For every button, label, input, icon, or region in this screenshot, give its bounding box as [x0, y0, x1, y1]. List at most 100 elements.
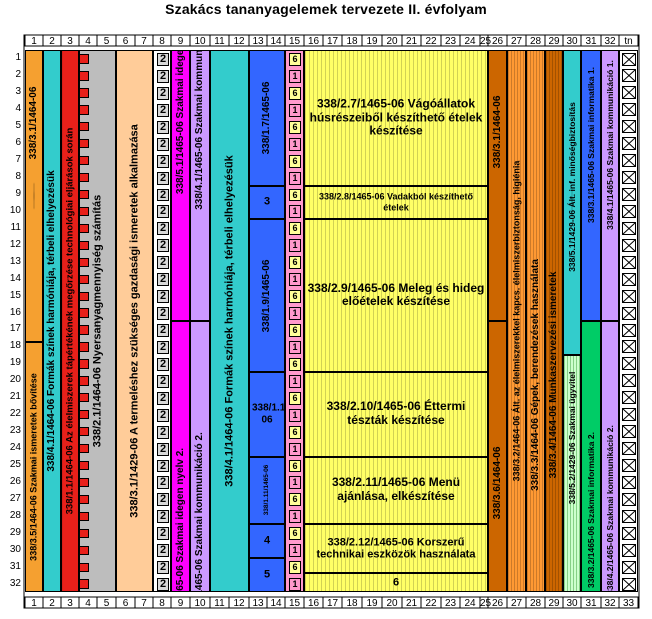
top-column-number-25: 25 — [480, 36, 492, 47]
block-c30-upper: 338/5.1/1429-06 Ált. inf. minőségbiztosí… — [563, 50, 581, 355]
block-c33 — [619, 50, 638, 592]
comb-tooth — [80, 359, 89, 369]
row-number: 13 — [9, 255, 21, 267]
bottom-column-number-5: 5 — [103, 598, 110, 609]
six-hour-box: 6 — [289, 290, 301, 304]
bottom-column-number-10: 10 — [194, 598, 206, 609]
one-hour-box: 1 — [289, 69, 301, 83]
row-number: 4 — [15, 103, 21, 115]
crossed-box-icon — [622, 272, 636, 286]
bottom-column-number-20: 20 — [386, 598, 398, 609]
hours-box: 2 — [157, 154, 169, 168]
row-number: 29 — [9, 526, 21, 538]
block-c1314-b-label: 3 — [263, 196, 271, 209]
row-number: 17 — [9, 323, 21, 335]
bottom-column-number-7: 7 — [141, 598, 147, 609]
block-c2: 338/4.1/1464-06 Formák színek harmóniája… — [43, 50, 61, 592]
comb-tooth — [80, 206, 89, 217]
top-column-number-33: tn — [624, 36, 633, 47]
comb-tooth — [80, 443, 89, 454]
crossed-box-icon — [622, 374, 636, 388]
bottom-column-number-26: 26 — [491, 598, 504, 609]
crossed-box-icon — [622, 408, 636, 422]
block-c1-lower-label: 338/3.5/1464-06 Szakmai ismeretek bővíté… — [28, 373, 39, 561]
top-column-number-19: 19 — [366, 36, 378, 47]
row-number: 3 — [15, 86, 21, 98]
crossed-box-icon — [622, 543, 636, 557]
top-column-number-15: 15 — [288, 36, 301, 47]
six-hour-box: 6 — [289, 459, 301, 473]
block-c32-lower-label: 338/4.2/1465-06 Szakmai kommunikáció 2. — [604, 425, 615, 592]
block-c45: 338/2.1/1464-06 Nyersanyagmennyiség szám… — [79, 50, 116, 592]
block-c29-label: 338/3.4/1464-06 Munkaszervezési ismerete… — [548, 271, 559, 479]
block-c30-lower: 338/5.2/1429-06 Szakmai ügyvitel — [563, 354, 581, 592]
block-c2-label: 338/4.1/1464-06 Formák színek harmóniája… — [46, 170, 57, 472]
block-c1-upper-label: 338/3.1/1464-06 — [28, 87, 39, 160]
bottom-column-number-8: 8 — [159, 598, 165, 609]
hours-box: 2 — [157, 357, 169, 371]
block-c26-upper: 338/3.1/1464-06 — [488, 50, 507, 321]
block-c32-upper-label: 338/4.1/1465-06 Szakmai kommunikáció 1. — [604, 60, 615, 230]
block-m4-label: 338/2.10/1465-06 Éttermi tészták készíté… — [326, 399, 466, 428]
bottom-column-number-4: 4 — [85, 598, 91, 609]
block-c31-lower: 338/3.2/1465-06 Szakmai informatika 2. — [581, 321, 601, 592]
top-column-number-26: 26 — [491, 36, 504, 47]
top-column-number-12: 12 — [233, 36, 245, 47]
row-number: 10 — [9, 204, 21, 216]
block-c67: 338/3.1/1429-06 A termeléshez szükséges … — [116, 50, 153, 592]
hours-box: 2 — [157, 171, 169, 185]
one-hour-box: 1 — [289, 510, 301, 524]
hours-box: 2 — [157, 425, 169, 439]
one-hour-box: 1 — [289, 171, 301, 185]
crossed-box-icon — [622, 459, 636, 472]
block-m3: 338/2.9/1465-06 Meleg és hideg előételek… — [304, 219, 488, 372]
hours-box: 2 — [157, 544, 169, 558]
top-column-number-5: 5 — [103, 36, 110, 47]
six-hour-box: 6 — [289, 425, 301, 439]
block-m2-label: 338/2.8/1465-06 Vadakból készíthető étel… — [318, 192, 474, 213]
hours-box: 2 — [157, 391, 169, 405]
top-column-number-30: 30 — [566, 36, 578, 47]
bottom-column-number-22: 22 — [425, 598, 437, 609]
top-column-number-22: 22 — [425, 36, 437, 47]
comb-tooth — [80, 105, 89, 115]
bottom-column-number-9: 9 — [177, 598, 184, 609]
bottom-column-number-16: 16 — [307, 598, 320, 609]
block-c31-upper: 338/3.1/1465-06 Szakmai informatika 1. — [581, 50, 601, 321]
block-c27: 338/3.2/1464-06 Ált. az élelmiszerekkel … — [507, 50, 526, 592]
one-hour-box: 1 — [289, 273, 301, 287]
block-c1314-f: 4 — [249, 524, 285, 559]
block-c30-lower-label: 338/5.2/1429-06 Szakmai ügyvitel — [566, 371, 577, 505]
crossed-box-icon — [622, 154, 636, 168]
row-number: 23 — [9, 425, 21, 437]
top-column-number-31: 31 — [585, 36, 597, 47]
block-m6-label: 338/2.12/1465-06 Korszerű technikai eszk… — [316, 536, 476, 561]
block-c29: 338/3.4/1464-06 Munkaszervezési ismerete… — [545, 50, 563, 592]
hours-box: 2 — [157, 374, 169, 388]
comb-tooth — [80, 257, 89, 267]
comb-tooth — [80, 172, 89, 183]
bottom-column-number-31: 31 — [585, 598, 597, 609]
block-c1112: 338/4.1/1464-06 Formák színek harmóniája… — [210, 50, 249, 592]
top-column-number-32: 32 — [604, 36, 616, 47]
one-hour-box: 1 — [289, 544, 301, 558]
hours-box: 2 — [157, 256, 169, 270]
comb-tooth — [80, 545, 89, 555]
row-number: 16 — [9, 306, 21, 318]
row-number: 31 — [9, 560, 21, 572]
block-m5-label: 338/2.11/1465-06 Menü ajánlása, elkészít… — [331, 475, 461, 504]
six-hour-box: 6 — [289, 391, 301, 405]
block-c10-upper-label: 338/4.1/1465-06 Szakmai kommunikáció 1. — [194, 50, 205, 210]
block-c30-upper-label: 338/5.1/1429-06 Ált. inf. minőségbiztosí… — [566, 102, 577, 273]
block-c3-label: 338/1.1/1464-06 Az élelmiszerek tápérték… — [64, 127, 76, 515]
hours-box: 2 — [157, 527, 169, 541]
block-c32-lower: 338/4.2/1465-06 Szakmai kommunikáció 2. — [601, 321, 619, 592]
comb-tooth — [80, 579, 89, 589]
comb-tooth — [80, 325, 89, 335]
block-c1-upper: 338/3.1/1464-06 — [25, 50, 43, 342]
row-number: 30 — [9, 543, 21, 555]
block-m7-label: 6 — [392, 576, 400, 589]
comb-tooth — [80, 71, 89, 81]
block-c26-lower-label: 338/3.6/1464-06 — [491, 446, 503, 520]
